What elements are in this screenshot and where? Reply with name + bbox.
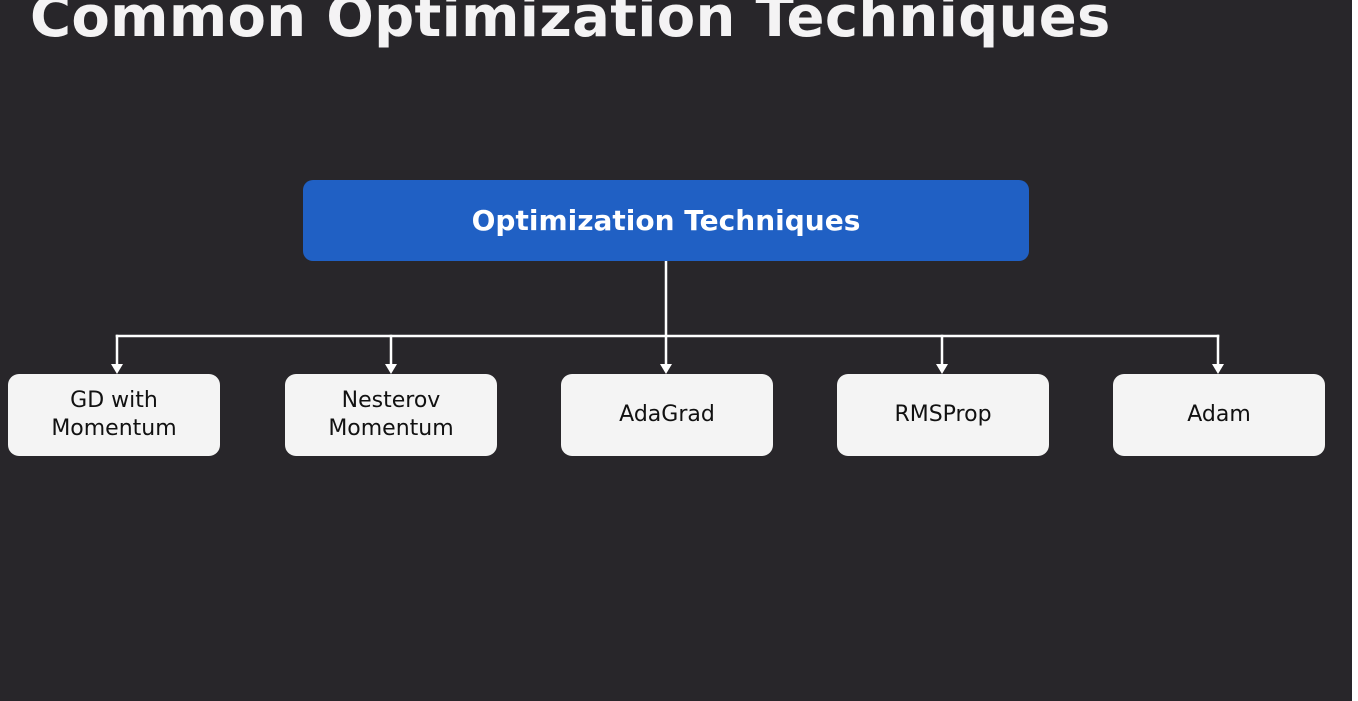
arrowhead-2 bbox=[385, 364, 397, 374]
child-node-adagrad: AdaGrad bbox=[561, 374, 773, 456]
child-node-adam: Adam bbox=[1113, 374, 1325, 456]
arrowhead-1 bbox=[111, 364, 123, 374]
child-node-nesterov: Nesterov Momentum bbox=[285, 374, 497, 456]
right-edge-border bbox=[1352, 0, 1358, 701]
root-node-label: Optimization Techniques bbox=[471, 204, 861, 237]
page-title: Common Optimization Techniques bbox=[30, 0, 1111, 50]
root-node: Optimization Techniques bbox=[303, 180, 1029, 261]
arrowhead-3 bbox=[660, 364, 672, 374]
arrowhead-5 bbox=[1212, 364, 1224, 374]
child-node-label: GD with Momentum bbox=[51, 388, 177, 441]
arrowhead-4 bbox=[936, 364, 948, 374]
child-node-label: Nesterov Momentum bbox=[328, 388, 454, 441]
child-node-label: Adam bbox=[1187, 402, 1251, 427]
child-node-gd-momentum: GD with Momentum bbox=[8, 374, 220, 456]
child-node-label: AdaGrad bbox=[619, 402, 715, 427]
child-node-rmsprop: RMSProp bbox=[837, 374, 1049, 456]
child-node-label: RMSProp bbox=[894, 402, 992, 427]
